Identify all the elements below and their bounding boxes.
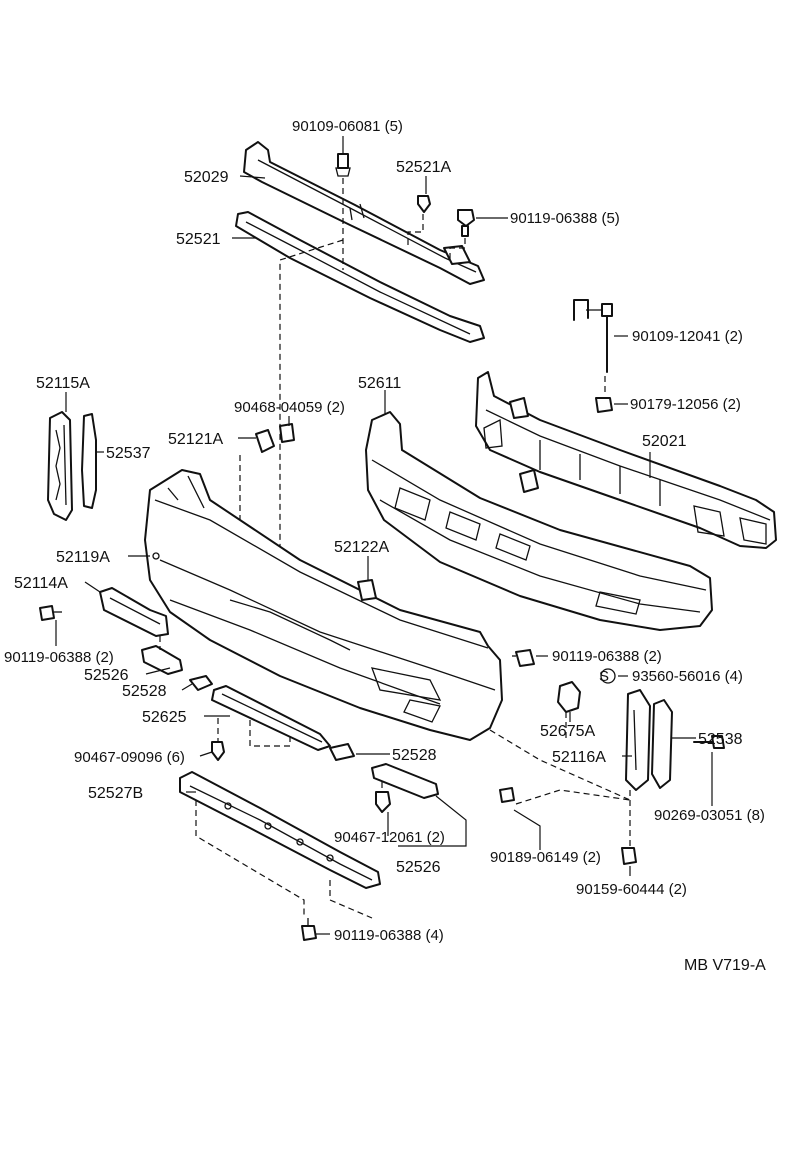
bolt-90119-06388-right-icon bbox=[512, 649, 535, 667]
label-90119-06388-2-left: 90119-06388 (2) bbox=[4, 649, 114, 666]
part-52537-seal bbox=[81, 413, 97, 509]
part-52527B-reinforcement bbox=[179, 771, 381, 889]
clip-52121A-icon bbox=[255, 429, 275, 453]
part-52611-absorber bbox=[365, 411, 713, 631]
clip-52521A-icon bbox=[417, 195, 431, 213]
clip-52122A-icon bbox=[357, 579, 377, 601]
label-90468-04059: 90468-04059 (2) bbox=[234, 399, 345, 416]
label-52611: 52611 bbox=[358, 375, 401, 392]
label-52521A: 52521A bbox=[396, 159, 451, 176]
part-52116A-bracket bbox=[625, 689, 651, 791]
label-52119A: 52119A bbox=[56, 549, 110, 566]
bolt-90189-06149-icon bbox=[499, 787, 515, 803]
assembly-line bbox=[489, 729, 631, 801]
label-90269-03051: 90269-03051 (8) bbox=[654, 807, 765, 824]
part-52521-reinforcement bbox=[235, 211, 485, 343]
assembly-line bbox=[329, 880, 373, 919]
label-90119-06388-5: 90119-06388 (5) bbox=[510, 210, 620, 227]
label-52021: 52021 bbox=[642, 433, 687, 450]
part-52114A-bracket bbox=[99, 587, 169, 637]
bolt-90119-06388-bottom-icon bbox=[301, 918, 317, 941]
assembly-line bbox=[279, 239, 344, 585]
label-52528-right: 52528 bbox=[392, 747, 437, 764]
label-52537: 52537 bbox=[106, 445, 151, 462]
part-52675A-bracket bbox=[557, 681, 581, 713]
label-52521: 52521 bbox=[176, 231, 221, 248]
label-52114A: 52114A bbox=[14, 575, 68, 592]
label-s-mark: S bbox=[599, 668, 609, 685]
assembly-line bbox=[515, 789, 631, 805]
nut-90159-60444-icon bbox=[621, 847, 637, 865]
bolt-90109-12041-icon bbox=[573, 299, 613, 373]
clip-90468-04059-icon bbox=[279, 423, 295, 443]
label-52526-right: 52526 bbox=[396, 859, 441, 876]
label-52116A: 52116A bbox=[552, 749, 606, 766]
assembly-line bbox=[449, 238, 466, 262]
assembly-line bbox=[195, 800, 305, 918]
assembly-line bbox=[249, 720, 291, 747]
part-52029-retainer bbox=[243, 141, 485, 285]
bolt-90119-06388-5-icon bbox=[457, 209, 475, 237]
label-90159-60444: 90159-60444 (2) bbox=[576, 881, 687, 898]
bolt-90119-06388-left-icon bbox=[39, 605, 62, 621]
part-52021-reinforcement bbox=[475, 371, 777, 549]
clip-90467-12061-icon bbox=[375, 791, 391, 813]
part-52625-grille bbox=[211, 685, 331, 751]
label-90119-06388-2-right: 90119-06388 (2) bbox=[552, 648, 662, 665]
part-52526-spacer-right bbox=[371, 763, 439, 799]
label-52526-left: 52526 bbox=[84, 667, 129, 684]
label-52538: 52538 bbox=[698, 731, 743, 748]
label-90467-09096: 90467-09096 (6) bbox=[74, 749, 185, 766]
label-52527B: 52527B bbox=[88, 785, 143, 802]
label-52625: 52625 bbox=[142, 709, 187, 726]
clip-90467-09096-icon bbox=[211, 741, 225, 761]
nut-90179-12056-icon bbox=[595, 397, 613, 413]
label-90109-12041: 90109-12041 (2) bbox=[632, 328, 743, 345]
label-52675A: 52675A bbox=[540, 723, 595, 740]
label-52528-left: 52528 bbox=[122, 683, 167, 700]
part-52526-spacer-left bbox=[141, 645, 183, 675]
part-52528-seal-right bbox=[329, 743, 355, 761]
label-52121A: 52121A bbox=[168, 431, 223, 448]
leader-lines bbox=[55, 136, 713, 935]
label-52122A: 52122A bbox=[334, 539, 389, 556]
part-52538-seal bbox=[651, 699, 673, 789]
bolt-90109-06081-icon bbox=[335, 153, 351, 177]
part-52119A-bumper-cover bbox=[144, 469, 503, 741]
label-52029: 52029 bbox=[184, 169, 229, 186]
part-52528-seal-left bbox=[189, 675, 213, 691]
diagram-code: MB V719-A bbox=[684, 957, 766, 974]
callout-labels: 90109-06081 (5) 52029 52521A 90119-06388… bbox=[4, 118, 766, 974]
assembly-line bbox=[407, 214, 424, 248]
label-90179-12056: 90179-12056 (2) bbox=[630, 396, 741, 413]
label-93560-56016: 93560-56016 (4) bbox=[632, 668, 743, 685]
label-52115A: 52115A bbox=[36, 375, 90, 392]
screw-93560-56016-icon bbox=[600, 668, 616, 684]
label-90189-06149: 90189-06149 (2) bbox=[490, 849, 601, 866]
label-90119-06388-4: 90119-06388 (4) bbox=[334, 927, 444, 944]
clip-90269-03051-icon bbox=[693, 735, 725, 749]
label-90467-12061: 90467-12061 (2) bbox=[334, 829, 445, 846]
part-52115A-bracket bbox=[47, 411, 73, 521]
label-90109-06081: 90109-06081 (5) bbox=[292, 118, 403, 135]
